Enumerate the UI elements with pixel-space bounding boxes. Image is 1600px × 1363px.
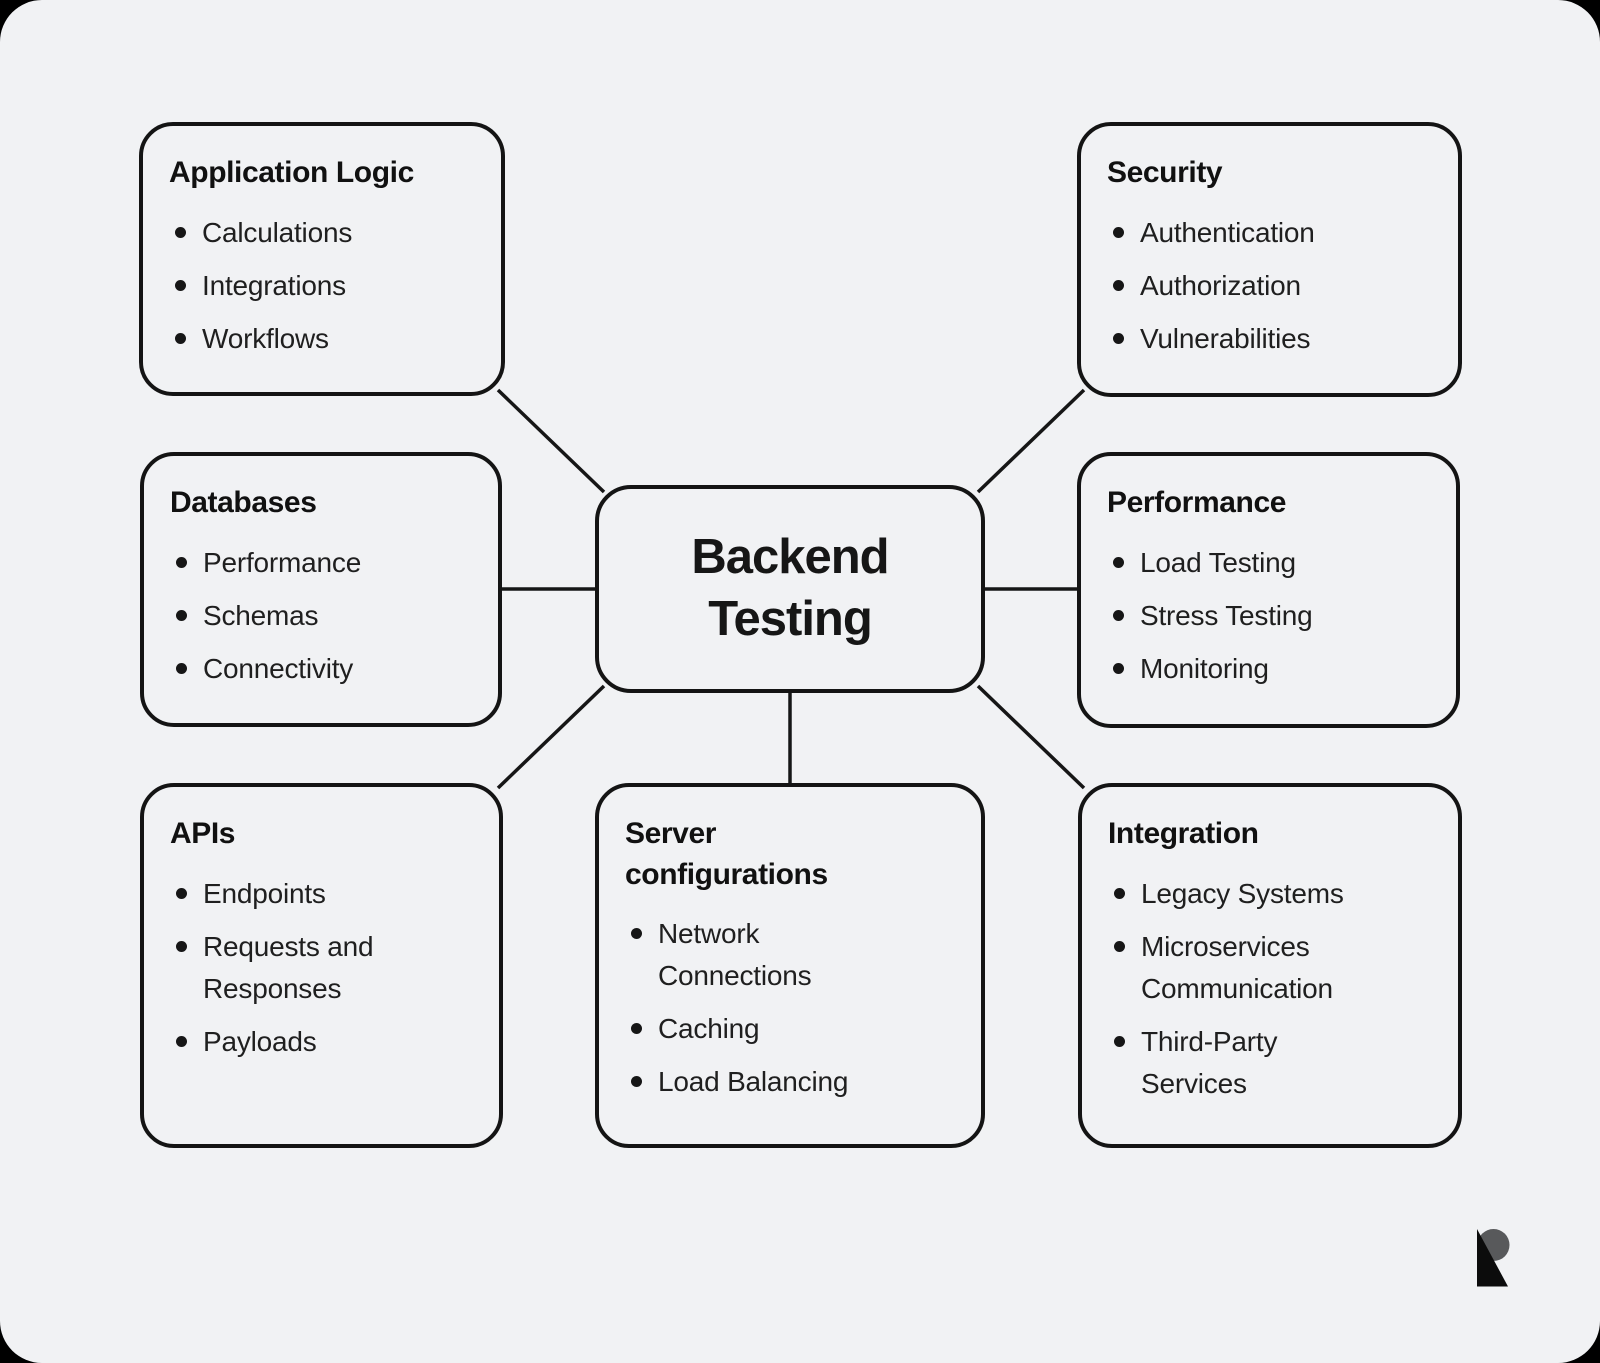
list-item: Integrations (169, 265, 477, 307)
node-server-configurations: Server configurations Network Connection… (595, 783, 985, 1148)
connector-app-logic-center (496, 388, 606, 494)
node-server-configurations-title: Server configurations (625, 817, 828, 891)
list-item: Stress Testing (1107, 595, 1432, 637)
node-integration-list: Legacy Systems Microservices Communicati… (1108, 873, 1434, 1105)
list-item: Load Testing (1107, 542, 1432, 584)
list-item: Monitoring (1107, 648, 1432, 690)
list-item: Authentication (1107, 212, 1434, 254)
list-item: Workflows (169, 318, 477, 360)
node-databases-list: Performance Schemas Connectivity (170, 542, 474, 690)
node-apis: APIs Endpoints Requests and Responses Pa… (140, 783, 503, 1148)
connector-apis-center (496, 684, 606, 790)
list-item: Performance (170, 542, 474, 584)
node-performance-list: Load Testing Stress Testing Monitoring (1107, 542, 1432, 690)
list-item: Schemas (170, 595, 474, 637)
node-apis-title: APIs (170, 817, 236, 850)
list-item: Endpoints (170, 873, 433, 915)
node-backend-testing: Backend Testing (595, 485, 985, 693)
list-item: Load Balancing (625, 1061, 908, 1103)
list-item: Payloads (170, 1021, 433, 1063)
node-performance-title: Performance (1107, 486, 1287, 519)
node-security: Security Authentication Authorization Vu… (1077, 122, 1462, 397)
node-application-logic-list: Calculations Integrations Workflows (169, 212, 477, 360)
list-item: Caching (625, 1008, 908, 1050)
list-item: Vulnerabilities (1107, 318, 1434, 360)
list-item: Authorization (1107, 265, 1434, 307)
list-item: Microservices Communication (1108, 926, 1386, 1010)
connector-integration-center (976, 684, 1086, 790)
node-performance: Performance Load Testing Stress Testing … (1077, 452, 1460, 728)
list-item: Network Connections (625, 913, 908, 997)
node-integration: Integration Legacy Systems Microservices… (1078, 783, 1462, 1148)
node-databases-title: Databases (170, 486, 317, 519)
list-item: Requests and Responses (170, 926, 433, 1010)
connector-security-center (976, 388, 1086, 494)
node-backend-testing-title: Backend Testing (691, 530, 889, 646)
node-integration-title: Integration (1108, 817, 1259, 850)
node-application-logic-title: Application Logic (169, 156, 414, 189)
node-security-title: Security (1107, 156, 1223, 189)
list-item: Calculations (169, 212, 477, 254)
r-logo-icon (1477, 1229, 1510, 1287)
node-application-logic: Application Logic Calculations Integrati… (139, 122, 505, 396)
node-databases: Databases Performance Schemas Connectivi… (140, 452, 502, 727)
list-item: Legacy Systems (1108, 873, 1386, 915)
list-item: Third-Party Services (1108, 1021, 1386, 1105)
list-item: Connectivity (170, 648, 474, 690)
node-apis-list: Endpoints Requests and Responses Payload… (170, 873, 475, 1063)
node-server-configurations-list: Network Connections Caching Load Balanci… (625, 913, 957, 1103)
node-security-list: Authentication Authorization Vulnerabili… (1107, 212, 1434, 360)
